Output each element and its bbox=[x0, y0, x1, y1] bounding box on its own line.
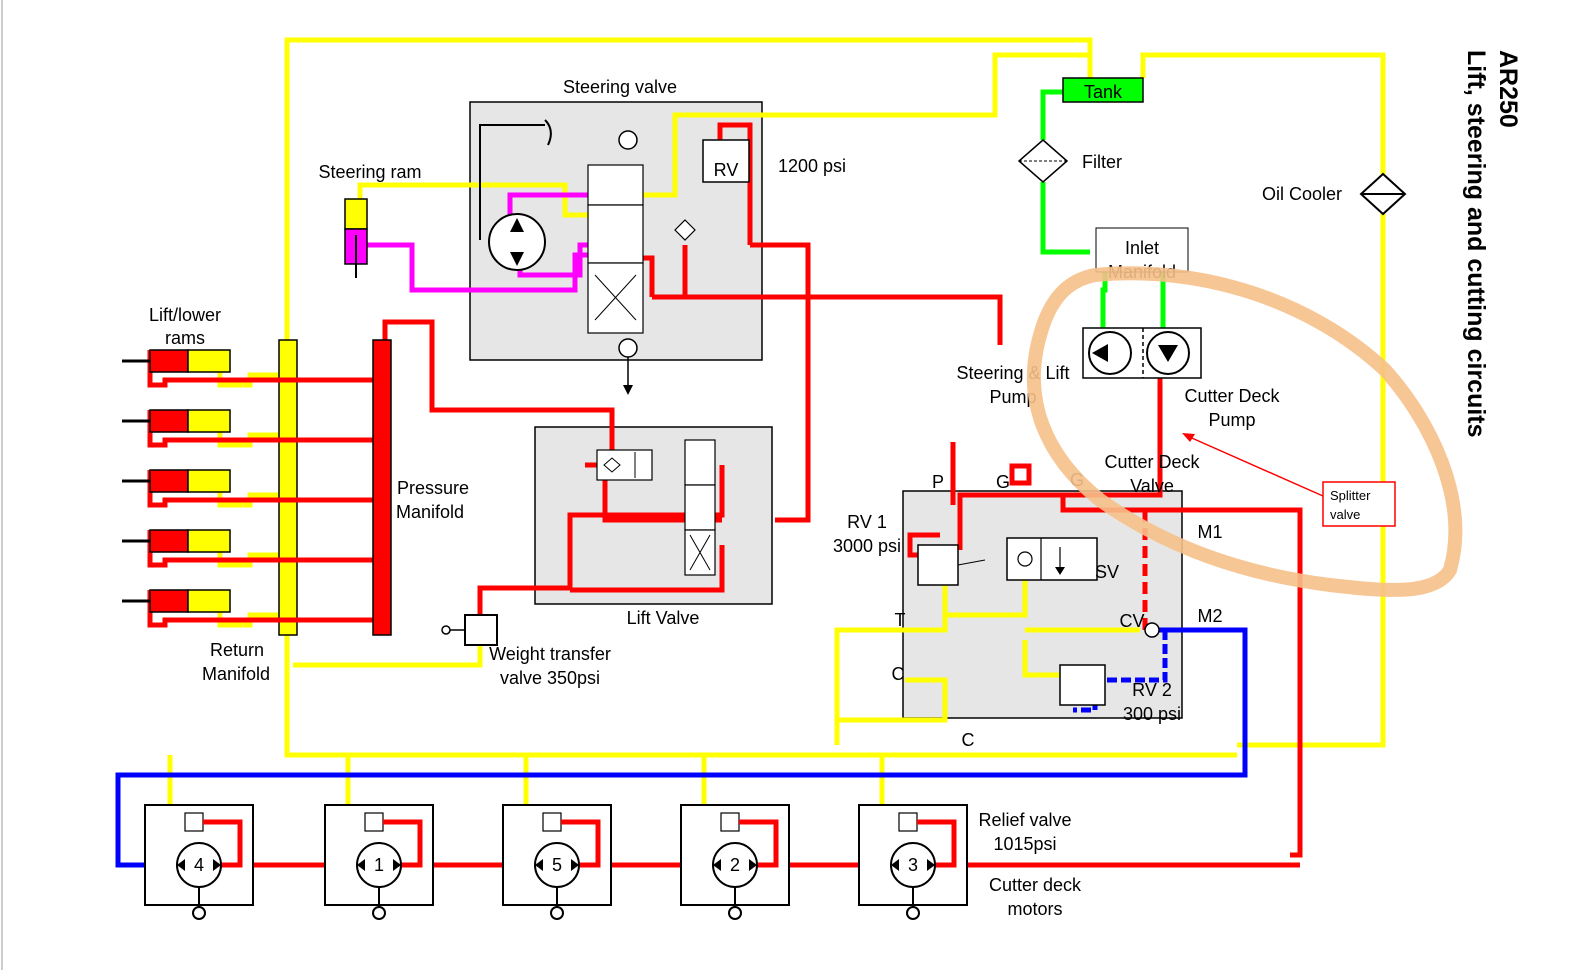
steering-pump-icon bbox=[1088, 331, 1132, 375]
splitter-callout-box bbox=[1322, 481, 1396, 527]
port-t-label: T bbox=[895, 610, 906, 630]
pumps bbox=[1082, 327, 1202, 379]
rv2-label-1: RV 2 bbox=[1132, 680, 1172, 700]
port-g1-label: G bbox=[996, 472, 1010, 492]
return-manifold bbox=[278, 339, 298, 636]
oil-cooler-label: Oil Cooler bbox=[1262, 184, 1342, 204]
port-m1-label: M1 bbox=[1197, 522, 1222, 542]
weight-transfer-label-2: valve 350psi bbox=[500, 668, 600, 688]
cutter-valve-label-1: Cutter Deck bbox=[1104, 452, 1200, 472]
rv-pressure-label: 1200 psi bbox=[778, 156, 846, 176]
splitter-label-2: valve bbox=[1330, 507, 1360, 522]
lift-rams-label-1: Lift/lower bbox=[149, 305, 221, 325]
motor-number: 5 bbox=[552, 855, 562, 875]
cutter-motors-label-1: Cutter deck bbox=[989, 875, 1082, 895]
motor-number: 3 bbox=[908, 855, 918, 875]
pressure-manifold-label-2: Manifold bbox=[396, 502, 464, 522]
cv-label: CV bbox=[1119, 611, 1144, 631]
lift-rams bbox=[122, 349, 231, 613]
cutter-motor: 2 bbox=[680, 804, 790, 920]
tank-label: Tank bbox=[1084, 82, 1123, 102]
highlight-loop bbox=[1026, 266, 1463, 597]
rv-label: RV bbox=[714, 160, 739, 180]
port-c1-label: C bbox=[892, 664, 905, 684]
cutter-motor: 4 bbox=[144, 804, 254, 920]
cutter-motors-label-2: motors bbox=[1007, 899, 1062, 919]
cutter-deck-motors: 4 1 5 bbox=[144, 804, 968, 920]
pressure-manifold-label-1: Pressure bbox=[397, 478, 469, 498]
weight-transfer-label-1: Weight transfer bbox=[489, 644, 611, 664]
port-p-label: P bbox=[932, 472, 944, 492]
rv-icon bbox=[702, 139, 750, 183]
rv1-label-2: 3000 psi bbox=[833, 536, 901, 556]
inlet-manifold-label-1: Inlet bbox=[1125, 238, 1159, 258]
cutter-pump-label-1: Cutter Deck bbox=[1184, 386, 1280, 406]
inlet-manifold bbox=[1095, 227, 1189, 273]
lift-valve-label: Lift Valve bbox=[627, 608, 700, 628]
lift-valve-internals bbox=[596, 439, 716, 576]
rv2-label-2: 300 psi bbox=[1123, 704, 1181, 724]
title-model: AR250 bbox=[1494, 50, 1522, 128]
cutter-valve-label-2: Valve bbox=[1130, 476, 1174, 496]
cutter-pump-label-2: Pump bbox=[1208, 410, 1255, 430]
return-manifold-label-1: Return bbox=[210, 640, 264, 660]
steering-valve-internals: RV bbox=[479, 119, 750, 395]
pressure-manifold bbox=[372, 339, 392, 636]
motor-number: 2 bbox=[730, 855, 740, 875]
cutter-deck-valve-internals bbox=[917, 537, 1160, 706]
steering-ram-upper bbox=[344, 198, 368, 230]
lift-ram bbox=[122, 529, 231, 553]
steering-valve-label: Steering valve bbox=[563, 77, 677, 97]
splitter-label-1: Splitter bbox=[1330, 488, 1371, 503]
lift-rams-label-2: rams bbox=[165, 328, 205, 348]
filter-label: Filter bbox=[1082, 152, 1122, 172]
cutter-motor: 5 bbox=[502, 804, 612, 920]
splitter-callout-line bbox=[1184, 434, 1324, 497]
rv2-icon bbox=[1059, 664, 1106, 706]
filter-icon bbox=[1017, 139, 1069, 183]
motor-number: 1 bbox=[374, 855, 384, 875]
port-c2-label: C bbox=[962, 730, 975, 750]
return-lines bbox=[167, 37, 1386, 830]
rv1-icon bbox=[917, 544, 959, 586]
sv-label: SV bbox=[1095, 562, 1119, 582]
lift-ram bbox=[122, 589, 231, 613]
relief-valve-label-2: 1015psi bbox=[993, 834, 1056, 854]
steering-ram-label: Steering ram bbox=[318, 162, 421, 182]
tank bbox=[1062, 77, 1144, 103]
weight-transfer-valve-icon bbox=[464, 614, 498, 646]
port-m2-label: M2 bbox=[1197, 606, 1222, 626]
cv-icon bbox=[1144, 622, 1160, 638]
steering-pump-label-2: Pump bbox=[989, 387, 1036, 407]
lift-ram bbox=[122, 469, 231, 493]
relief-valve-label-1: Relief valve bbox=[978, 810, 1071, 830]
cutter-motor: 3 bbox=[858, 804, 968, 920]
return-manifold-label-2: Manifold bbox=[202, 664, 270, 684]
steering-unit-icon bbox=[488, 213, 546, 271]
steering-pump-label-1: Steering & Lift bbox=[956, 363, 1069, 383]
motor-number: 4 bbox=[194, 855, 204, 875]
lift-ram bbox=[122, 409, 231, 433]
rv1-label-1: RV 1 bbox=[847, 512, 887, 532]
cutter-motor: 1 bbox=[324, 804, 434, 920]
lift-ram bbox=[122, 349, 231, 373]
title-subtitle: Lift, steering and cutting circuits bbox=[1462, 50, 1490, 438]
